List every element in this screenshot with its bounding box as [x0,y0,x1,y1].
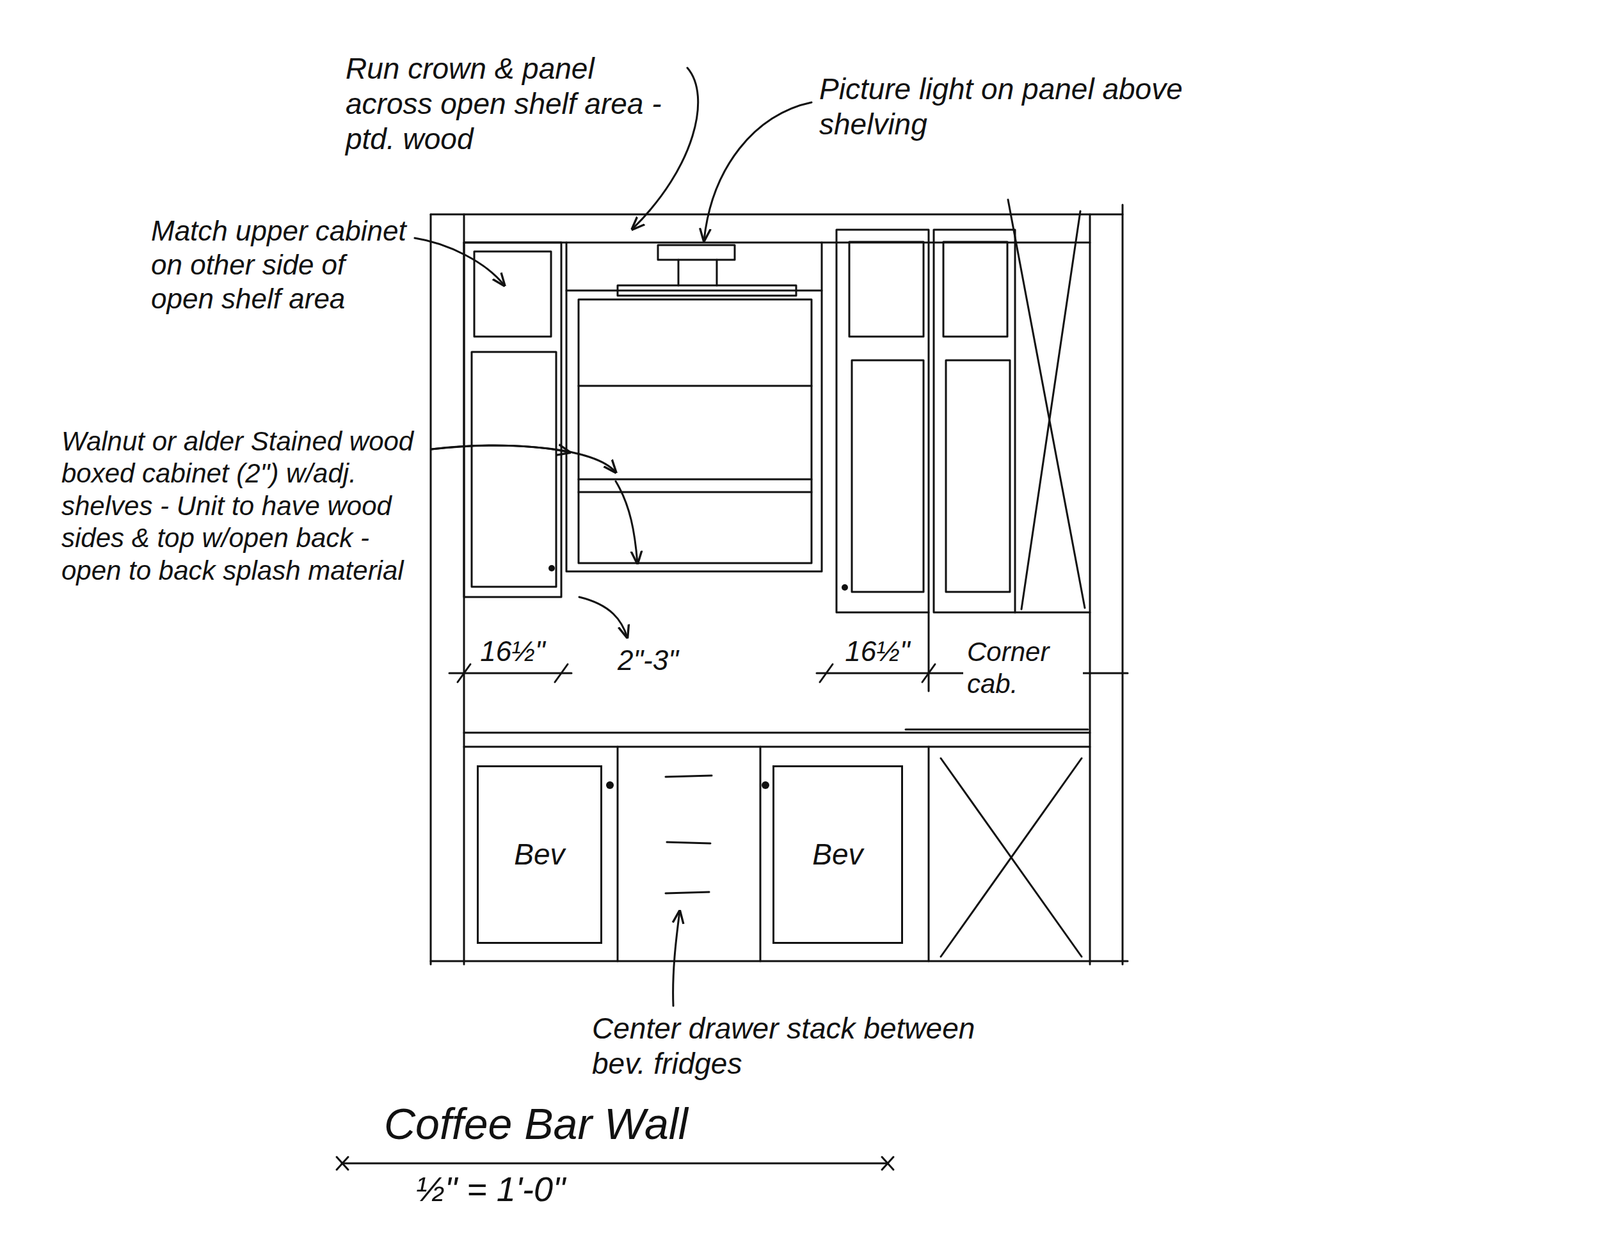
appliance-label: Bev [812,837,863,873]
shelf-line [578,491,812,494]
corner-cross [940,758,1082,957]
panel-line [565,242,568,291]
drawer-pull [665,892,710,894]
door-knob [606,781,614,790]
countertop-line [464,732,1090,735]
leader-line [615,481,638,564]
panel-line [821,242,824,291]
leader-line [673,911,680,1007]
dimension-tick [819,664,833,683]
annotation-note: Match upper cabinet on other side of ope… [151,214,408,316]
leader-line [704,102,812,241]
cabinet-door [471,352,557,587]
annotation-note: 16½" [844,634,910,669]
annotation-note: 16½" [480,634,545,669]
annotation-note: Corner cab. [963,634,1083,703]
cabinet-door [474,251,552,337]
frame-line [430,213,1123,216]
door-knob [548,565,555,572]
annotation-note: Run crown & panel across open shelf area… [345,51,679,158]
annotation-note: 2"-3" [617,643,679,678]
annotation-note: Picture light on panel above shelving [819,71,1229,143]
drawer-pull [666,842,711,844]
annotation-note: Center drawer stack between bev. fridges [592,1011,989,1082]
dimension-tick [922,664,936,683]
dimension-tick [554,664,568,683]
corner-cross [1021,211,1081,610]
shelf-line [578,385,812,388]
title-underline-mark [881,1157,894,1170]
shelf-line [578,478,812,481]
countertop-line [464,746,1090,749]
base-divider [928,746,930,962]
dimension-line [449,672,572,675]
picture-light [677,259,680,286]
leader-line [431,445,616,473]
annotation-note: ½" = 1'-0" [416,1168,566,1211]
shelf-unit-inner [578,299,812,564]
cabinet-door [943,241,1008,337]
corner-cross [940,758,1082,957]
leader-line [414,238,505,286]
door-knob [761,781,770,790]
frame-line [430,214,432,965]
cabinet-door [945,360,1010,592]
countertop-line [905,728,1088,731]
title-underline [341,1162,888,1165]
frame-line [1121,204,1124,965]
cabinet-door [849,241,924,337]
picture-light [617,285,797,296]
upper-cabinet [836,229,929,613]
title-underline-mark [336,1157,349,1170]
leader-line [579,597,628,638]
base-divider [928,612,930,692]
drawing-title: Coffee Bar Wall [384,1098,688,1151]
picture-light [657,245,735,260]
annotation-note: Walnut or alder Stained wood boxed cabin… [61,425,424,587]
fridge-door: Bev [476,765,603,944]
picture-light [716,259,719,286]
upper-cabinet [464,242,562,598]
title-underline-mark [336,1157,349,1170]
corner-line [1015,611,1090,614]
base-divider [616,746,619,962]
frame-line [1089,214,1092,965]
floor-line [430,960,1128,963]
base-divider [759,746,762,962]
upper-cabinet [933,229,1016,613]
door-knob [841,584,848,591]
cabinet-door [851,360,924,592]
drawer-pull [665,775,712,777]
shelf-unit [566,290,822,572]
dimension-tick [457,664,471,683]
title-underline-mark [881,1157,894,1170]
appliance-label: Bev [513,837,565,873]
fridge-door: Bev [772,765,904,944]
